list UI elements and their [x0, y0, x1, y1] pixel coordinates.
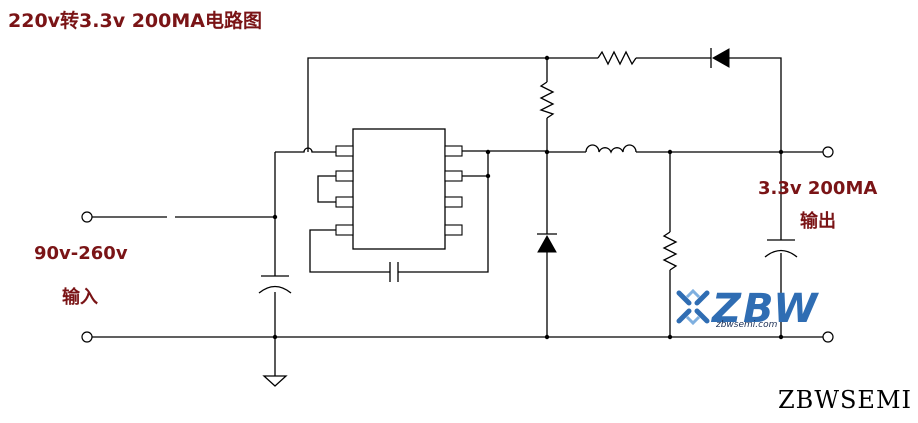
- pin2-3-wire: [317, 175, 336, 203]
- input-range-label: 90v-260v: [34, 243, 128, 264]
- vertical-resistor: [539, 81, 555, 119]
- output-label: 输出: [800, 211, 836, 232]
- ic-capacitor: [389, 262, 399, 282]
- feedback-wire: [307, 57, 782, 152]
- freewheel-diode: [537, 233, 557, 253]
- ic-chip: [335, 128, 463, 250]
- output-capacitor: [764, 239, 798, 258]
- diagram-title: 220v转3.3v 200MA电路图: [8, 10, 262, 32]
- cap-loop-wire: [309, 152, 489, 273]
- input-label: 输入: [62, 287, 98, 308]
- input-terminal-top: [81, 211, 93, 223]
- logo-text: ZBW: [712, 286, 820, 332]
- zbw-logo-icon: [676, 288, 710, 326]
- output-spec-label: 3.3v 200MA: [758, 178, 878, 199]
- brand-text: ZBWSEMI: [778, 386, 912, 414]
- feedback-diode: [710, 48, 730, 68]
- output-terminal-bottom: [822, 331, 834, 343]
- inductor: [585, 144, 637, 154]
- input-capacitor: [258, 275, 292, 294]
- input-terminal-bottom: [81, 331, 93, 343]
- ground-symbol: [262, 375, 288, 387]
- feedback-resistor: [597, 50, 637, 66]
- logo-url: zbwsemi.com: [716, 320, 778, 330]
- output-terminal-top: [822, 146, 834, 158]
- load-resistor: [662, 231, 678, 271]
- pin1-wire: [275, 147, 336, 153]
